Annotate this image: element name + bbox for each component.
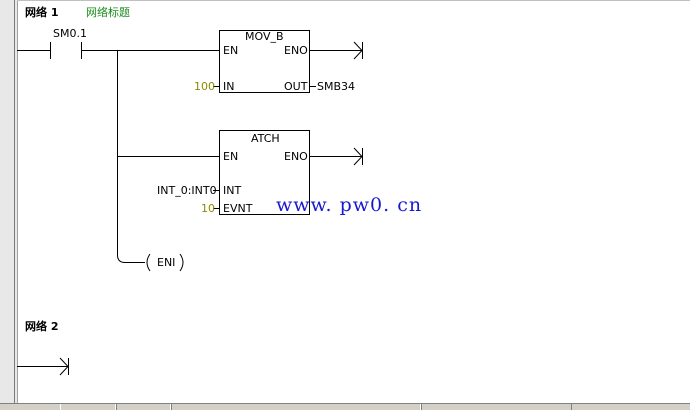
branch-wire-to-eni xyxy=(117,254,145,263)
bottom-tab-4[interactable] xyxy=(420,404,572,410)
bottom-tab-strip xyxy=(0,403,690,410)
atch-evnt-value[interactable]: 10 xyxy=(201,202,215,215)
eni-coil-label[interactable]: ENI xyxy=(157,256,176,269)
bottom-tab-2[interactable] xyxy=(115,404,172,410)
mov-b-out-value[interactable]: SMB34 xyxy=(317,80,356,93)
mov-b-out-pin-label: OUT xyxy=(284,80,308,93)
eni-coil-left-paren[interactable] xyxy=(146,253,151,272)
mov-b-in-pin-label: IN xyxy=(223,80,235,93)
atch-evnt-pin-label: EVNT xyxy=(223,202,253,215)
atch-box-title: ATCH xyxy=(251,132,280,145)
contact-address[interactable]: SM0.1 xyxy=(53,27,87,40)
bottom-tab-3[interactable] xyxy=(170,404,422,410)
mov-b-in-value[interactable]: 100 xyxy=(194,80,215,93)
atch-box[interactable] xyxy=(219,130,310,215)
watermark-text: www. pw0. cn xyxy=(276,194,423,216)
mov-b-box-title: MOV_B xyxy=(245,30,284,43)
network-2-label: 网络 2 xyxy=(25,320,59,333)
mov-b-box[interactable] xyxy=(219,30,310,93)
eni-coil-right-paren[interactable] xyxy=(179,253,184,272)
atch-int-value[interactable]: INT_0:INT0 xyxy=(157,184,217,197)
network-1-label: 网络 1 xyxy=(25,6,59,19)
mov-b-en-label: EN xyxy=(223,44,239,57)
atch-int-pin-label: INT xyxy=(223,184,242,197)
atch-eno-label: ENO xyxy=(284,150,308,163)
left-power-rail-gutter xyxy=(0,0,18,403)
network-1-title[interactable]: 网络标题 xyxy=(86,6,130,19)
atch-en-label: EN xyxy=(223,150,239,163)
mov-b-eno-label: ENO xyxy=(284,44,308,57)
bottom-tab-1[interactable] xyxy=(60,404,117,410)
